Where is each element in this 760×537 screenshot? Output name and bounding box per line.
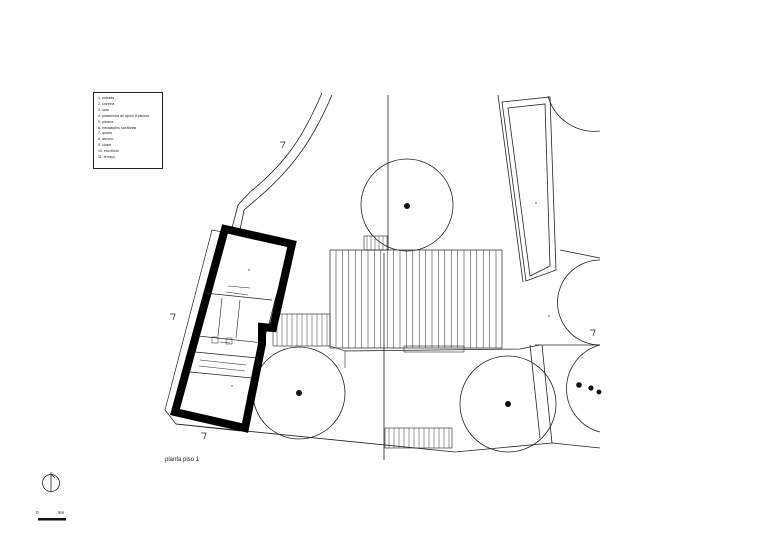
stairs <box>272 235 465 449</box>
north-compass-icon <box>42 472 60 492</box>
legend-item: 7. quarto <box>98 131 113 136</box>
scale-bar <box>38 518 66 521</box>
tree-canopy <box>360 158 454 252</box>
site-boundaries <box>175 92 601 460</box>
tree-canopy <box>557 259 601 346</box>
legend-box: 1. entrada 2. cozinha 3. sala 4. platafo… <box>93 92 163 169</box>
legend-item: 4. plataforma de apoio à piscina <box>98 113 149 118</box>
room-marks <box>231 202 550 387</box>
legend-item: 2. cozinha <box>98 101 115 106</box>
deck-lines <box>335 250 497 348</box>
stair-lines <box>276 236 450 448</box>
legend-item: 11. terraço <box>98 155 115 160</box>
deck <box>329 249 503 349</box>
scale-end-label: 5m <box>58 510 65 515</box>
pool <box>501 96 557 282</box>
tree-canopy <box>566 344 601 433</box>
legend-item: 10. escritório <box>98 149 119 154</box>
legend-item: 5. piscina <box>98 119 114 124</box>
legend-item: 8. arrumo <box>98 137 114 142</box>
orientation-marks <box>170 141 596 440</box>
tree-trunks <box>296 203 602 407</box>
trees <box>252 95 601 453</box>
legend-item: 3. sala <box>98 107 109 112</box>
tree-canopy <box>547 95 601 132</box>
house <box>164 224 297 433</box>
legend-item: 9. closet <box>98 143 112 148</box>
plan-caption: planta piso 1 <box>165 457 200 463</box>
tree-canopy <box>459 355 557 453</box>
scale-start-label: 0 <box>36 510 39 515</box>
legend-item: 6. instalações sanitárias <box>98 125 137 130</box>
legend-item: 1. entrada <box>98 96 115 100</box>
